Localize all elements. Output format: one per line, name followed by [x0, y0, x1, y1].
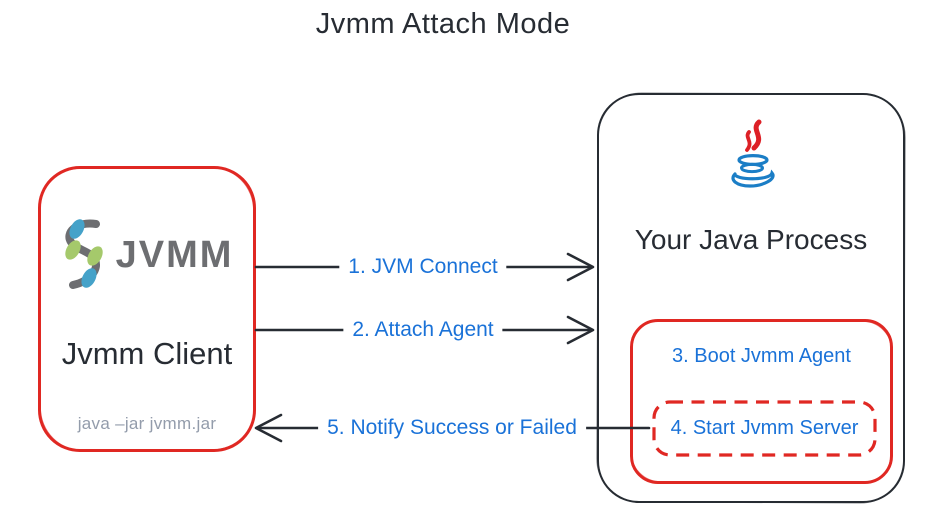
process-box-title: Your Java Process [634, 224, 868, 255]
arrow-label-jvm-connect: 1. JVM Connect [339, 254, 507, 280]
process-box: Your Java Process 3. Boot Jvmm Agent 4. … [597, 93, 905, 503]
jvmm-logo: JVMM [41, 219, 253, 291]
jvmm-logo-text: JVMM [115, 233, 234, 276]
server-box: 4. Start Jvmm Server [652, 400, 877, 457]
client-box-title: Jvmm Client [61, 336, 233, 371]
jvmm-helix-icon [64, 219, 103, 289]
diagram-title: Jvmm Attach Mode [315, 8, 571, 40]
arrow-label-notify-result: 5. Notify Success or Failed [318, 415, 586, 441]
client-box: JVMM Jvmm Client java –jar jvmm.jar [38, 166, 256, 452]
java-cup-icon [731, 119, 775, 188]
step-3-label: 3. Boot Jvmm Agent [672, 345, 851, 367]
client-command-text: java –jar jvmm.jar [77, 414, 217, 433]
arrow-label-attach-agent: 2. Attach Agent [343, 317, 503, 343]
agent-box: 3. Boot Jvmm Agent 4. Start Jvmm Server [630, 319, 893, 484]
step-4-label: 4. Start Jvmm Server [670, 417, 859, 439]
dashed-border [652, 400, 877, 457]
